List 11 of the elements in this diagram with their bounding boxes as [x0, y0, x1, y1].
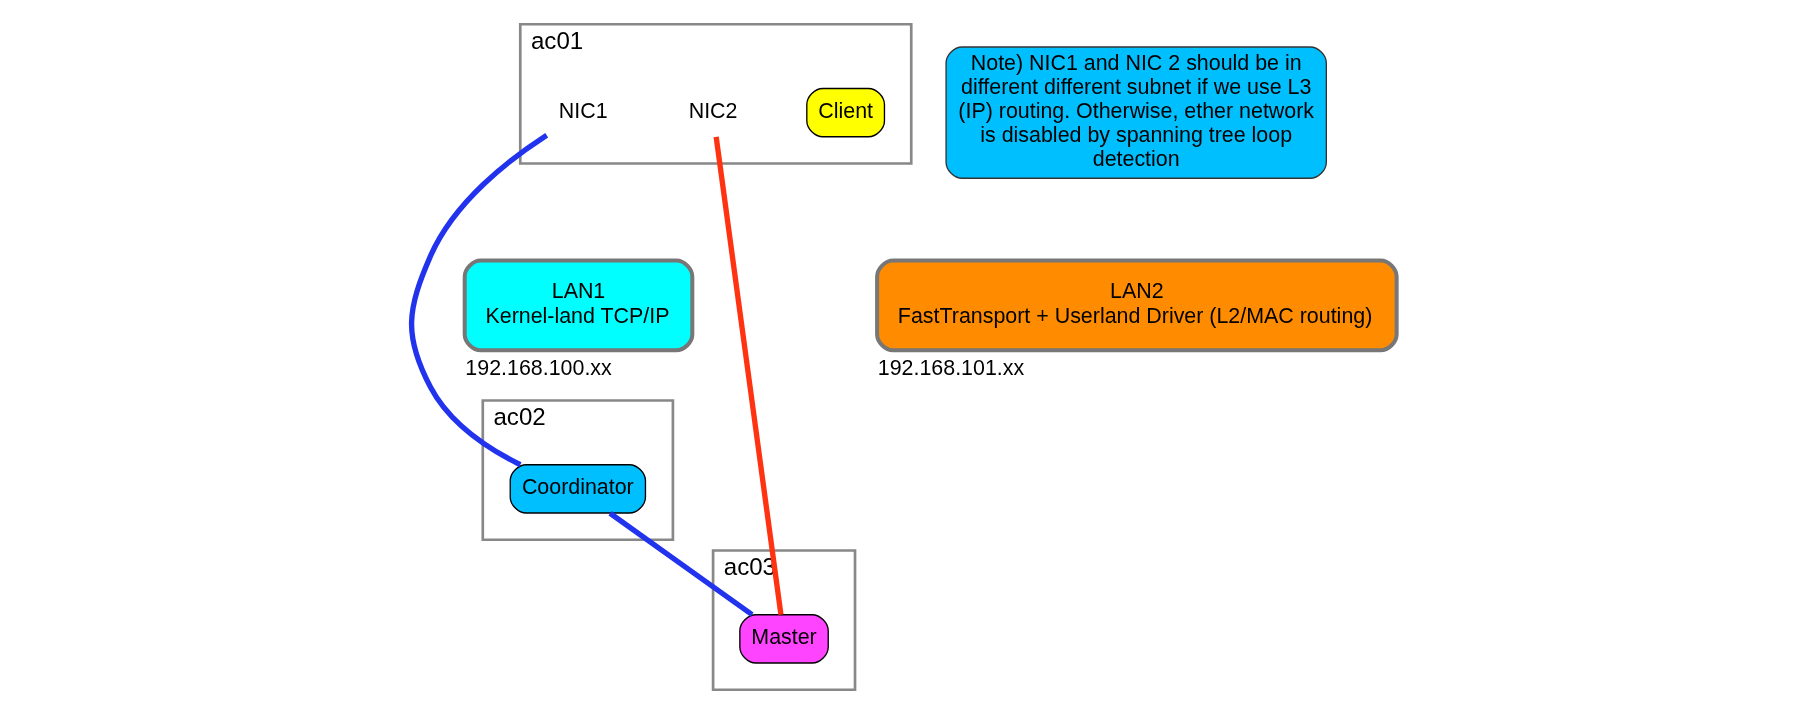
connector — [408, 132, 549, 468]
node-box: Coordinator — [509, 464, 647, 514]
node-box: Note) NIC1 and NIC 2 should be in different different subnet if we use L3 (IP) routing. Otherwise, ether network is disabled by spanning tree loop detection — [945, 46, 1327, 179]
connector — [713, 136, 784, 615]
node-label: 192.168.100.xx — [465, 355, 612, 380]
node-box: Client — [806, 87, 886, 138]
node-text: NIC1 — [558, 98, 608, 123]
node-label: 192.168.101.xx — [877, 355, 1025, 380]
node-text: NIC2 — [688, 98, 738, 123]
connector — [608, 511, 754, 617]
node-box: Master — [739, 614, 829, 664]
